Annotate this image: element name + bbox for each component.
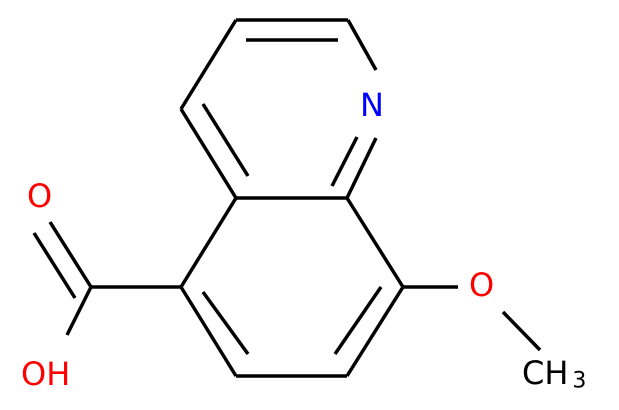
bond-n1-c8a — [345, 137, 378, 199]
bond-n1-c8a-inner — [330, 136, 359, 187]
bond-c4-c4-inner — [201, 103, 250, 177]
bond-ether-oxygen-methyl — [501, 310, 542, 352]
bond-c7-c8-inner — [333, 286, 383, 355]
bond-carboxyl-hydroxyl — [65, 286, 93, 336]
bond-carboxyl-carbonyl — [48, 221, 93, 288]
bond-c4a-c5 — [179, 197, 238, 288]
bond-c3-n1 — [346, 19, 378, 71]
bond-carboxyl-carbonyl-inner — [32, 232, 77, 299]
bond-c4a-c4 — [179, 108, 238, 199]
bond-c5-c6 — [179, 286, 238, 377]
methyl-main-label: CH — [522, 354, 568, 392]
atom-labels: N O OH O CH 3 — [21, 86, 586, 394]
bond-c8-c8a — [345, 197, 405, 288]
methyl-label: CH 3 — [522, 354, 586, 394]
bond-c4-c2 — [179, 19, 238, 110]
nitrogen-label: N — [360, 86, 384, 124]
methyl-subscript-label: 3 — [572, 369, 586, 394]
bonds — [32, 18, 542, 378]
bond-c7-c8 — [345, 286, 405, 377]
hydroxyl-label: OH — [21, 355, 70, 393]
ether-oxygen-label: O — [469, 266, 494, 304]
bond-c5-c6-inner — [201, 290, 250, 356]
carbonyl-oxygen-label: O — [27, 177, 52, 215]
